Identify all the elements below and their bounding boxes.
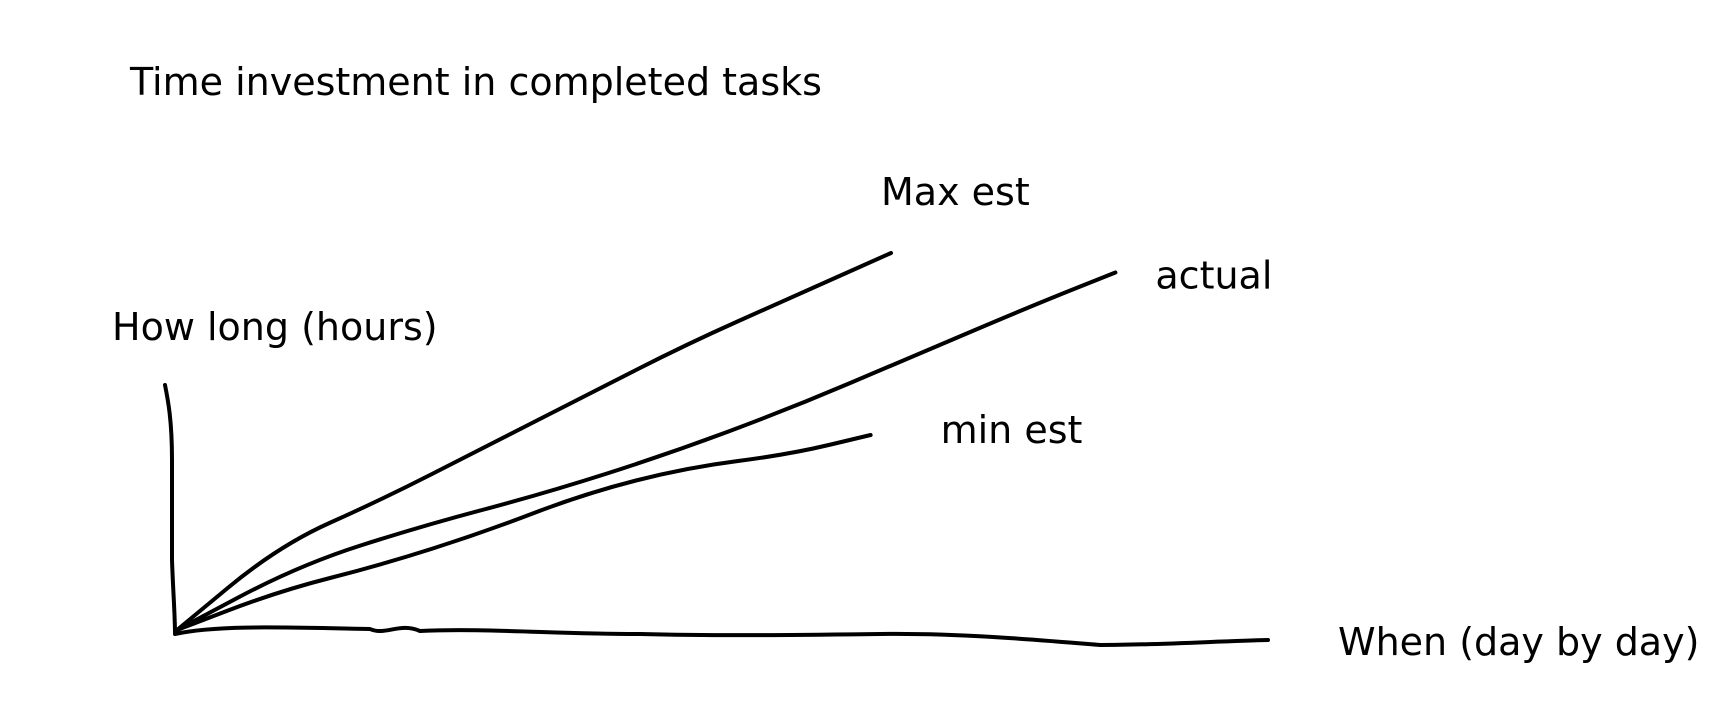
x-axis-label: When (day by day): [1338, 620, 1699, 664]
x-axis-line: [173, 625, 1270, 647]
series-label-actual: actual: [1155, 254, 1272, 298]
y-axis-label: How long (hours): [112, 305, 438, 349]
chart-title: Time investment in completed tasks: [129, 60, 822, 104]
series-line-actual: [175, 270, 1118, 632]
series-label-min-est: min est: [941, 408, 1083, 452]
series-layer: Max est actual min est: [175, 170, 1272, 632]
series-line-min-est: [175, 433, 873, 632]
series-label-max-est: Max est: [881, 170, 1030, 214]
series-line-max-est: [175, 251, 893, 632]
y-axis-line: [163, 383, 177, 636]
